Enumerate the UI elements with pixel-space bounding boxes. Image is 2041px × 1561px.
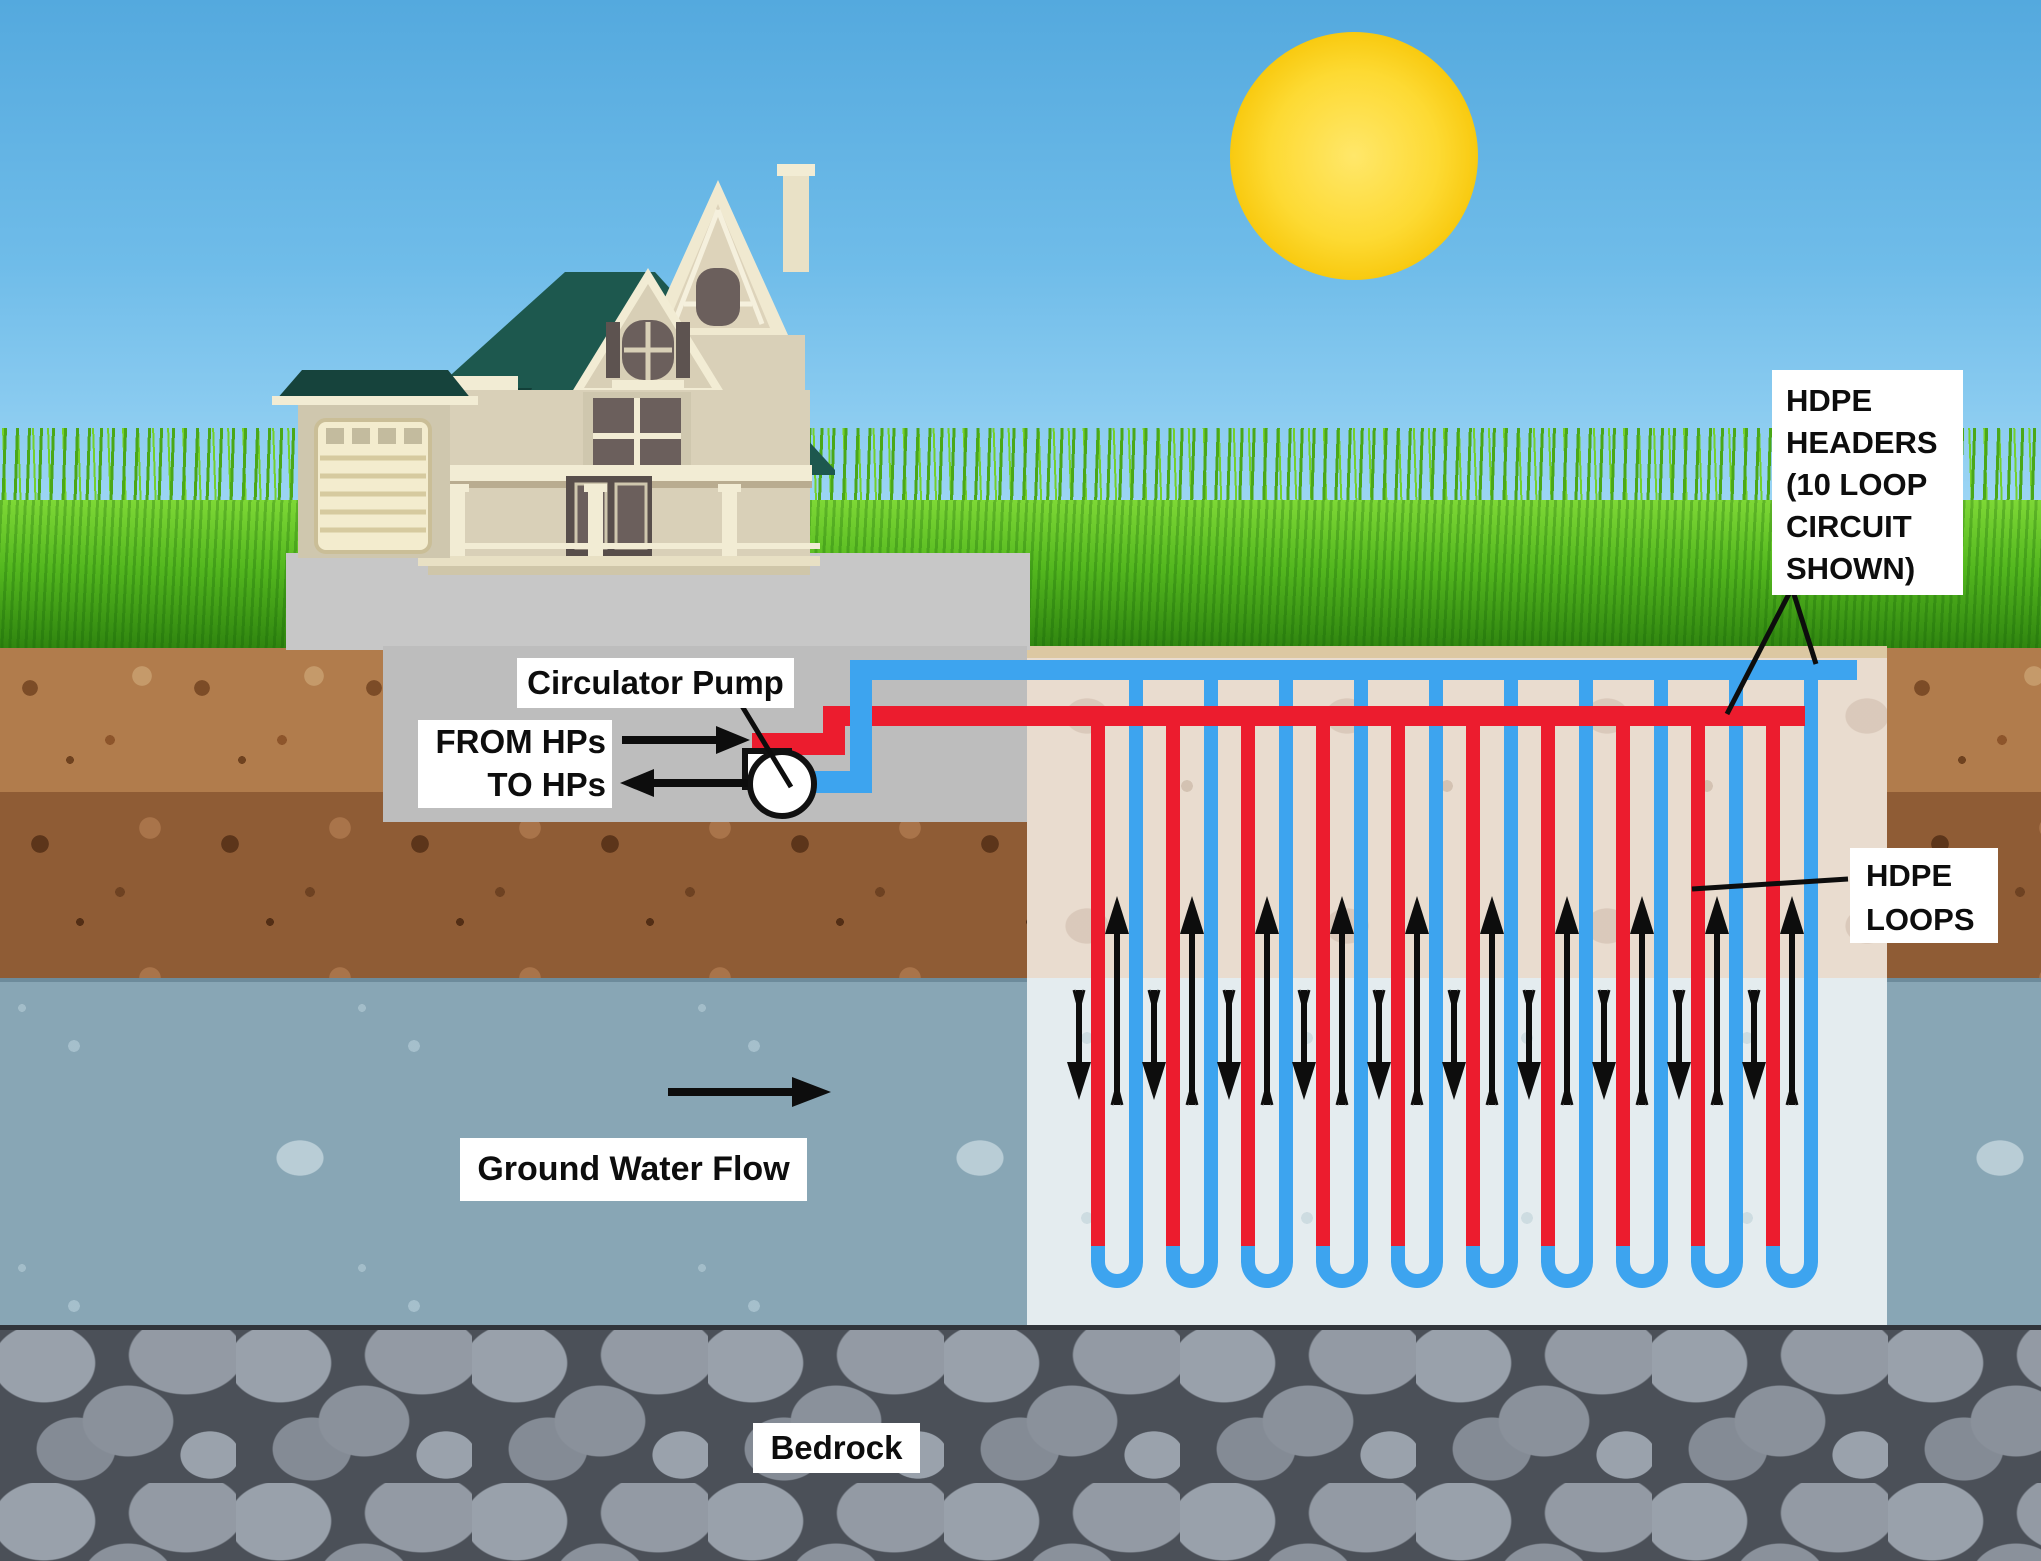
excavation-trench-lower — [1027, 978, 1887, 1325]
door-pane-right — [614, 482, 648, 550]
supply-loop-pipe — [1466, 712, 1480, 1246]
chimney-cap — [777, 164, 815, 176]
return-loop-pipe — [1804, 666, 1818, 1246]
from-to-hps-label: FROM HPs TO HPs — [418, 720, 612, 808]
circulator-pump-icon — [747, 749, 817, 819]
garage-door-slats — [320, 455, 426, 533]
shutter-right — [676, 322, 690, 378]
return-loop-pipe — [1729, 666, 1743, 1246]
sun-icon — [1230, 32, 1478, 280]
shutter-left — [606, 322, 620, 378]
supply-loop-pipe — [1616, 712, 1630, 1246]
garage-window — [404, 428, 422, 444]
chimney — [783, 172, 809, 272]
porch-post — [450, 488, 465, 558]
bedrock-layer — [0, 1325, 2041, 1561]
porch-floor — [418, 556, 820, 566]
porch-fascia — [422, 465, 812, 481]
circulator-pump-label: Circulator Pump — [517, 658, 794, 708]
return-loop-pipe — [1279, 666, 1293, 1246]
garage-window — [378, 428, 396, 444]
porch-railing — [420, 543, 820, 549]
supply-loop-pipe — [1316, 712, 1330, 1246]
bay-window-mullions — [593, 398, 681, 476]
return-loop-pipe — [1354, 666, 1368, 1246]
return-header-pipe — [850, 660, 1857, 680]
ground-water-flow-label: Ground Water Flow — [460, 1138, 807, 1201]
garage-window — [352, 428, 370, 444]
to-hps-text: TO HPs — [487, 766, 606, 803]
supply-loop-pipe — [1241, 712, 1255, 1246]
supply-loop-pipe — [1766, 712, 1780, 1246]
return-loop-pipe — [1429, 666, 1443, 1246]
window-sill — [612, 380, 684, 388]
hdpe-loops-label: HDPE LOOPS — [1850, 848, 1998, 943]
porch-post — [588, 488, 603, 558]
porch-post — [722, 488, 737, 558]
supply-loop-pipe — [1391, 712, 1405, 1246]
window-mullions — [624, 322, 672, 380]
loop-u-bend — [1091, 1246, 1143, 1288]
porch-step — [428, 566, 810, 575]
supply-loop-pipe — [1691, 712, 1705, 1246]
excavation-trench-upper — [1027, 646, 1887, 978]
bedrock-label: Bedrock — [753, 1423, 920, 1473]
return-loop-pipe — [1129, 666, 1143, 1246]
return-pipe-drop — [850, 660, 872, 793]
supply-header-pipe — [823, 706, 1805, 726]
return-loop-pipe — [1204, 666, 1218, 1246]
return-loop-pipe — [1654, 666, 1668, 1246]
supply-loop-pipe — [1166, 712, 1180, 1246]
hdpe-headers-label: HDPE HEADERS (10 LOOP CIRCUIT SHOWN) — [1772, 370, 1963, 595]
supply-loop-pipe — [1091, 712, 1105, 1246]
return-loop-pipe — [1579, 666, 1593, 1246]
garage-eave — [272, 396, 478, 405]
supply-loop-pipe — [1541, 712, 1555, 1246]
from-hps-text: FROM HPs — [435, 723, 606, 760]
garage-door — [314, 418, 432, 554]
loop-u-bend — [1466, 1246, 1518, 1288]
garage-roof — [276, 370, 472, 400]
excavation-trench-topsoil-strip — [1027, 646, 1887, 658]
tall-gable-face — [666, 204, 770, 328]
garage-window — [326, 428, 344, 444]
loop-u-bend — [1166, 1246, 1218, 1288]
gable-window — [696, 268, 740, 326]
return-loop-pipe — [1504, 666, 1518, 1246]
return-pipe-to-pump — [815, 771, 872, 793]
house-illustration — [272, 164, 835, 575]
